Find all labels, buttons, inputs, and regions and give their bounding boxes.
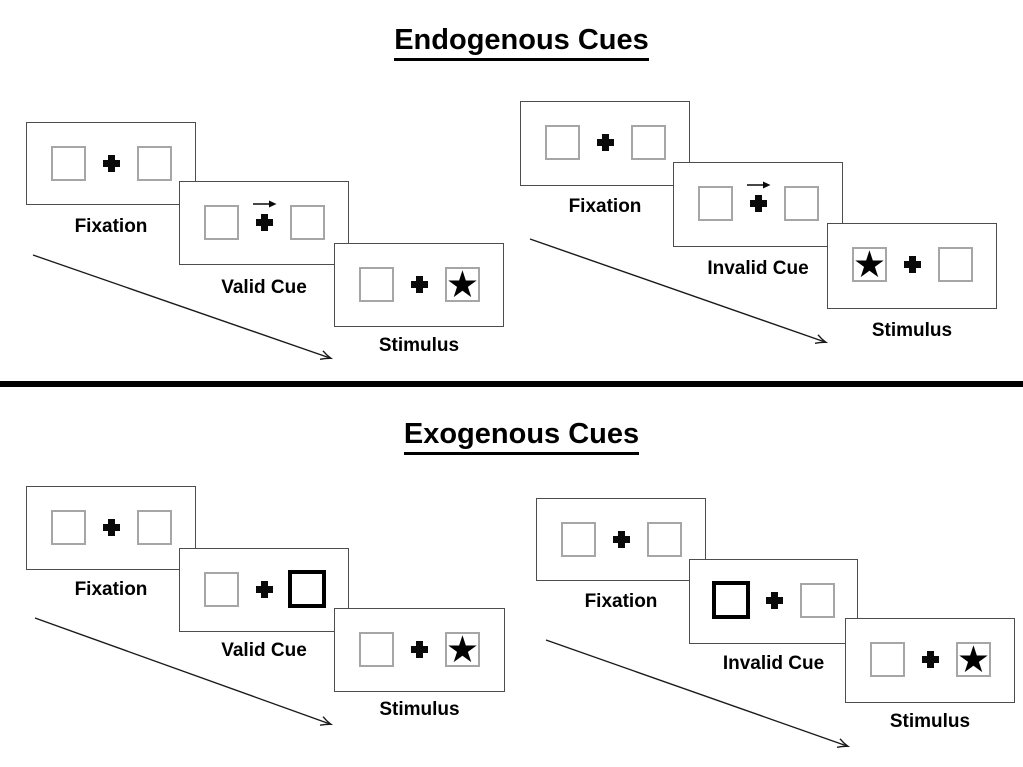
fixation-cross-icon <box>766 592 783 609</box>
fixation-cross-icon <box>411 276 428 293</box>
step-label: Stimulus <box>889 711 971 732</box>
stimulus-box: ★ <box>956 639 991 680</box>
exo-invalid-cue-panel <box>689 559 858 644</box>
step-label: Stimulus <box>871 320 953 341</box>
endo-valid-fixation-panel <box>26 122 196 205</box>
time-arrow-exo-valid <box>34 617 330 724</box>
endo-valid-stimulus-panel: ★ <box>334 243 504 327</box>
cue-highlight-box <box>288 570 326 608</box>
time-arrow-endo-invalid <box>529 238 825 342</box>
cue-arrow-icon <box>747 181 771 189</box>
step-label: Stimulus <box>379 699 460 720</box>
left-placeholder-box <box>51 510 86 545</box>
left-placeholder-box <box>545 125 580 160</box>
step-label: Valid Cue <box>221 640 307 661</box>
left-placeholder-box <box>51 146 86 181</box>
time-arrow-endo-valid <box>32 254 330 358</box>
stimulus-box: ★ <box>445 264 480 305</box>
right-placeholder-box <box>800 583 835 618</box>
right-placeholder-box <box>137 510 172 545</box>
left-placeholder-box <box>204 205 239 240</box>
right-placeholder-box <box>631 125 666 160</box>
stimulus-box: ★ <box>852 244 887 285</box>
step-label: Invalid Cue <box>722 653 825 674</box>
fixation-cross-icon <box>922 651 939 668</box>
step-label: Fixation <box>74 579 148 600</box>
star-icon: ★ <box>445 264 480 305</box>
endogenous-section-title: Endogenous Cues <box>10 24 1023 61</box>
exo-invalid-stimulus-panel: ★ <box>845 618 1015 703</box>
fixation-cross-icon <box>103 519 120 536</box>
exogenous-title-text: Exogenous Cues <box>403 418 640 455</box>
section-divider-line <box>0 381 1023 387</box>
cue-arrow-icon <box>253 200 277 208</box>
step-label: Valid Cue <box>221 277 307 298</box>
fixation-cross-icon <box>597 134 614 151</box>
fixation-cross-icon <box>256 581 273 598</box>
exo-invalid-fixation-panel <box>536 498 706 581</box>
right-placeholder-box <box>290 205 325 240</box>
exo-valid-stimulus-panel: ★ <box>334 608 505 692</box>
step-label: Fixation <box>74 216 148 237</box>
left-placeholder-box <box>359 632 394 667</box>
left-placeholder-box <box>204 572 239 607</box>
right-placeholder-box <box>647 522 682 557</box>
endo-invalid-cue-panel <box>673 162 843 247</box>
stimulus-box: ★ <box>445 629 480 670</box>
endogenous-title-text: Endogenous Cues <box>394 24 649 61</box>
step-label: Invalid Cue <box>707 258 809 279</box>
step-label: Fixation <box>568 196 642 217</box>
endo-invalid-stimulus-panel: ★ <box>827 223 997 309</box>
step-label: Fixation <box>584 591 658 612</box>
endo-invalid-fixation-panel <box>520 101 690 186</box>
cue-highlight-box <box>712 581 750 619</box>
fixation-cross-icon <box>256 214 273 231</box>
left-placeholder-box <box>698 186 733 221</box>
exo-valid-fixation-panel <box>26 486 196 570</box>
right-placeholder-box <box>137 146 172 181</box>
right-placeholder-box <box>938 247 973 282</box>
star-icon: ★ <box>852 244 887 285</box>
step-label: Stimulus <box>378 335 460 356</box>
endo-valid-cue-panel <box>179 181 349 265</box>
fixation-cross-icon <box>103 155 120 172</box>
exogenous-section-title: Exogenous Cues <box>10 418 1023 455</box>
left-placeholder-box <box>561 522 596 557</box>
fixation-cross-icon <box>750 195 767 212</box>
fixation-cross-icon <box>411 641 428 658</box>
star-icon: ★ <box>445 629 480 670</box>
left-placeholder-box <box>359 267 394 302</box>
fixation-cross-icon <box>613 531 630 548</box>
star-icon: ★ <box>956 639 991 680</box>
exo-valid-cue-panel <box>179 548 349 632</box>
fixation-cross-icon <box>904 256 921 273</box>
left-placeholder-box <box>870 642 905 677</box>
right-placeholder-box <box>784 186 819 221</box>
